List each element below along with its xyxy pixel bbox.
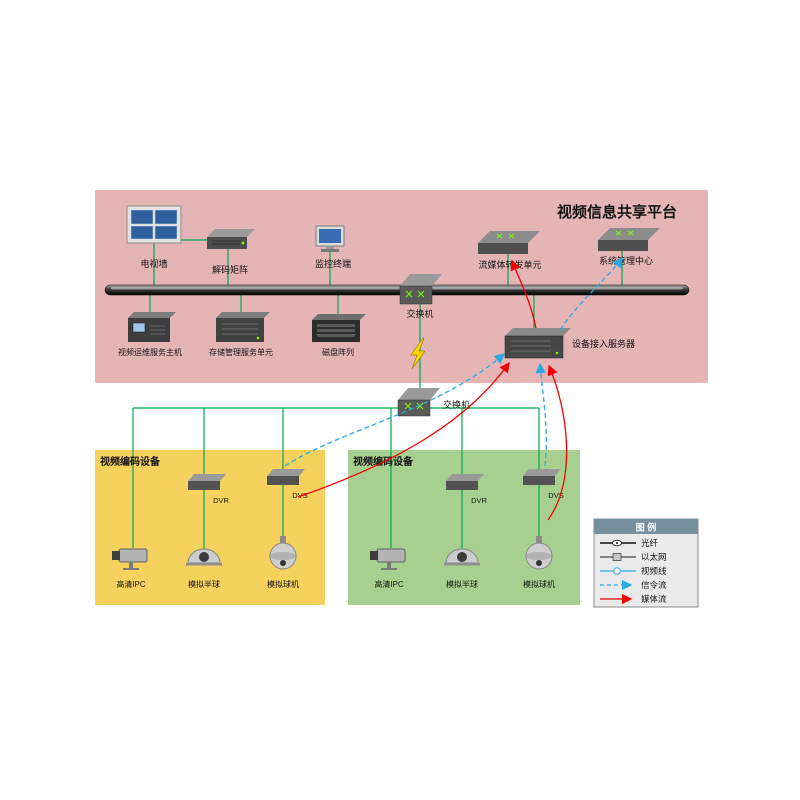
legend-media-label: 媒体流 [641,594,667,604]
monitor-terminal-label: 监控终端 [315,258,351,269]
dvs-left-icon [267,469,305,485]
dome-left-icon [186,548,222,566]
switch-upper-label: 交换机 [406,308,433,319]
legend-fiber-glyph [600,539,636,547]
tv-wall-icon [126,205,182,244]
stream-forward-unit-icon [478,231,540,254]
dvs-right-label: DVS [548,491,563,500]
switch-upper-icon [399,274,442,305]
dvr-left-label: DVR [213,496,229,505]
ptz-right-label: 模拟球机 [523,579,555,589]
page-title: 视频信息共享平台 [557,203,677,221]
legend-video-label: 视频线 [641,566,667,576]
ptz-left-label: 模拟球机 [267,579,299,589]
legend-title: 图 例 [636,522,657,533]
decoder-label: 解码矩阵 [212,264,248,275]
lightning-bolt-icon [410,337,426,370]
switch-lower-label: 交换机 [443,399,470,410]
signal-flow-arrows [284,256,623,467]
device-access-server-icon [504,328,571,359]
ipc-left-label: 高清IPC [116,579,146,589]
switch-lower-icon [397,388,440,417]
storage-mgmt-unit-icon [216,312,270,342]
dome-right-icon [444,548,480,566]
backbone-bus [104,284,690,296]
video-ops-host-icon [128,312,176,342]
dvr-right-label: DVR [471,496,487,505]
ipc-left-icon [112,548,148,570]
video-ops-host-label: 视频运维服务主机 [118,347,182,357]
ptz-left-icon [269,536,297,570]
legend-ethernet-label: 以太网 [641,552,667,562]
system-mgmt-center-label: 系统管理中心 [599,255,653,266]
tv-wall-label: 电视墙 [140,258,167,269]
dome-right-label: 模拟半球 [446,579,478,589]
storage-mgmt-unit-label: 存储管理服务单元 [209,347,273,357]
decoder-icon [207,229,255,249]
ipc-right-icon [370,548,406,570]
dvs-right-icon [523,469,561,485]
ptz-right-icon [525,536,553,570]
legend-fiber-label: 光纤 [641,538,659,548]
dvr-left-icon [188,474,226,490]
media-flow-arrows [297,259,568,521]
legend-signal-label: 信令流 [641,580,667,590]
stream-forward-unit-label: 流媒体转发单元 [478,259,541,270]
legend-video-glyph [600,567,636,575]
encoder-zone-left-title: 视频编码设备 [100,455,161,468]
monitor-terminal-icon [315,225,345,252]
dvs-left-label: DVS [292,491,307,500]
system-mgmt-center-icon [598,228,660,251]
dome-left-label: 模拟半球 [188,579,220,589]
ipc-right-label: 高清IPC [374,579,404,589]
device-access-server-label: 设备接入服务器 [572,338,635,349]
legend-ethernet-glyph [600,553,636,561]
dvr-right-icon [446,474,484,490]
disk-array-icon [312,314,366,342]
disk-array-label: 磁盘阵列 [322,347,354,357]
ethernet-lines [132,239,623,549]
legend: 图 例 光纤 以太网 视频线 信令流 媒体流 [593,518,699,608]
